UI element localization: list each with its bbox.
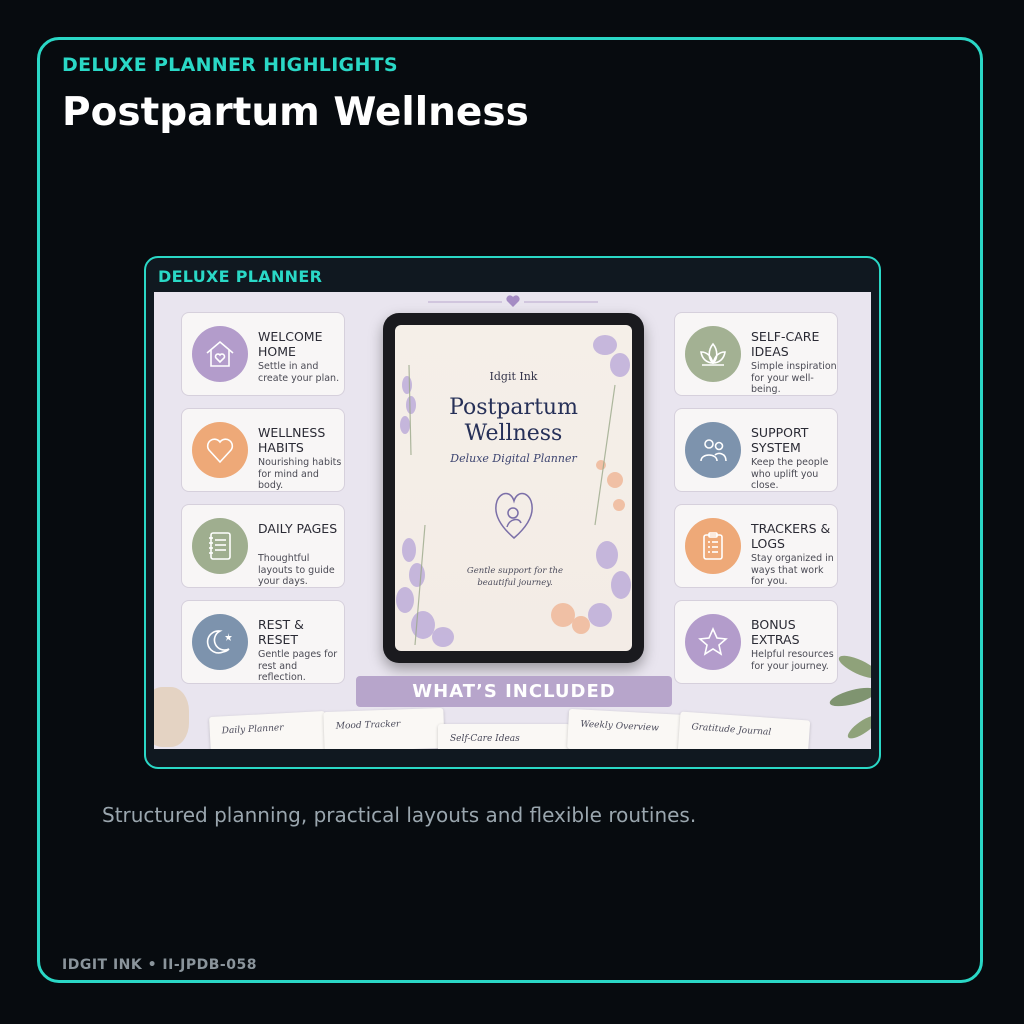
knit-blanket-decor <box>154 687 189 747</box>
people-icon <box>685 422 741 478</box>
outer-frame <box>37 37 983 983</box>
feature-self-care-ideas: SELF-CARE IDEAS Simple inspiration for y… <box>674 312 838 396</box>
notebook-icon <box>192 518 248 574</box>
floral-decoration <box>396 335 631 647</box>
heart-icon <box>192 422 248 478</box>
feature-wellness-habits: WELLNESS HABITS Nourishing habits for mi… <box>181 408 345 492</box>
feature-desc: Stay organized in ways that work for you… <box>751 553 834 587</box>
mother-baby-heart-icon <box>495 492 533 539</box>
page-card-weekly-overview: Weekly Overview <box>567 708 689 749</box>
tablet-brand: Idgit Ink <box>489 370 538 383</box>
page-card-mood-tracker: Mood Tracker <box>323 707 445 749</box>
tablet-screen: Idgit Ink Postpartum Wellness Deluxe Dig… <box>395 325 632 651</box>
feature-desc: Keep the people who uplift you close. <box>751 457 829 491</box>
moon-stars-icon <box>192 614 248 670</box>
page-card-gratitude-journal: Gratitude Journal <box>677 711 811 749</box>
leaf-decor <box>829 655 871 739</box>
caption-text: Structured planning, practical layouts a… <box>102 803 697 827</box>
page-title: Postpartum Wellness <box>62 90 529 135</box>
feature-title: TRACKERS & LOGS <box>751 521 831 551</box>
star-icon <box>685 614 741 670</box>
tablet-tagline-line-2: beautiful journey. <box>477 578 553 588</box>
page-card-self-care-ideas: Self-Care Ideas <box>438 724 570 749</box>
lotus-icon <box>685 326 741 382</box>
feature-bonus-extras: BONUS EXTRAS Helpful resources for your … <box>674 600 838 684</box>
page-card-label: Mood Tracker <box>335 719 401 732</box>
tablet-device: Idgit Ink Postpartum Wellness Deluxe Dig… <box>383 313 644 663</box>
tablet-title-line-1: Postpartum <box>449 395 578 420</box>
feature-rest-reset: REST & RESET Gentle pages for rest and r… <box>181 600 345 684</box>
tablet-subtitle: Deluxe Digital Planner <box>450 452 577 465</box>
feature-desc: Thoughtful layouts to guide your days. <box>258 553 335 587</box>
feature-title: SUPPORT SYSTEM <box>751 425 809 455</box>
feature-desc: Helpful resources for your journey. <box>751 649 834 672</box>
feature-desc: Nourishing habits for mind and body. <box>258 457 342 491</box>
card-label: DELUXE PLANNER <box>158 267 323 286</box>
feature-daily-pages: DAILY PAGES Thoughtful layouts to guide … <box>181 504 345 588</box>
whats-included-banner: WHAT’S INCLUDED <box>356 676 672 707</box>
eyebrow-label: DELUXE PLANNER HIGHLIGHTS <box>62 54 398 76</box>
page-card-label: Daily Planner <box>221 723 284 737</box>
house-heart-icon <box>192 326 248 382</box>
divider-heart-icon <box>428 295 598 307</box>
feature-title: WELLNESS HABITS <box>258 425 326 455</box>
tablet-tagline: Gentle support for the beautiful journey… <box>455 565 575 589</box>
page-card-label: Self-Care Ideas <box>450 734 520 744</box>
feature-desc: Settle in and create your plan. <box>258 361 340 384</box>
planner-preview-image: WELCOME HOME Settle in and create your p… <box>154 292 871 749</box>
tablet-title-line-2: Wellness <box>464 421 563 446</box>
page-card-daily-planner: Daily Planner <box>209 710 327 749</box>
feature-desc: Simple inspiration for your well-being. <box>751 361 837 395</box>
feature-trackers-logs: TRACKERS & LOGS Stay organized in ways t… <box>674 504 838 588</box>
planner-preview-card: DELUXE PLANNER WELCOME HOME Settle in an… <box>144 256 881 769</box>
clipboard-icon <box>685 518 741 574</box>
feature-support-system: SUPPORT SYSTEM Keep the people who uplif… <box>674 408 838 492</box>
feature-title: REST & RESET <box>258 617 304 647</box>
feature-desc: Gentle pages for rest and reflection. <box>258 649 338 683</box>
footer-text: IDGIT INK • II-JPDB-058 <box>62 957 257 973</box>
page-card-label: Weekly Overview <box>580 719 660 734</box>
feature-title: DAILY PAGES <box>258 521 338 536</box>
feature-title: WELCOME HOME <box>258 329 323 359</box>
tablet-title: Postpartum Wellness <box>395 395 632 447</box>
page-card-label: Gratitude Journal <box>691 722 772 738</box>
feature-welcome-home: WELCOME HOME Settle in and create your p… <box>181 312 345 396</box>
feature-title: BONUS EXTRAS <box>751 617 800 647</box>
tablet-tagline-line-1: Gentle support for the <box>466 566 564 576</box>
feature-title: SELF-CARE IDEAS <box>751 329 820 359</box>
